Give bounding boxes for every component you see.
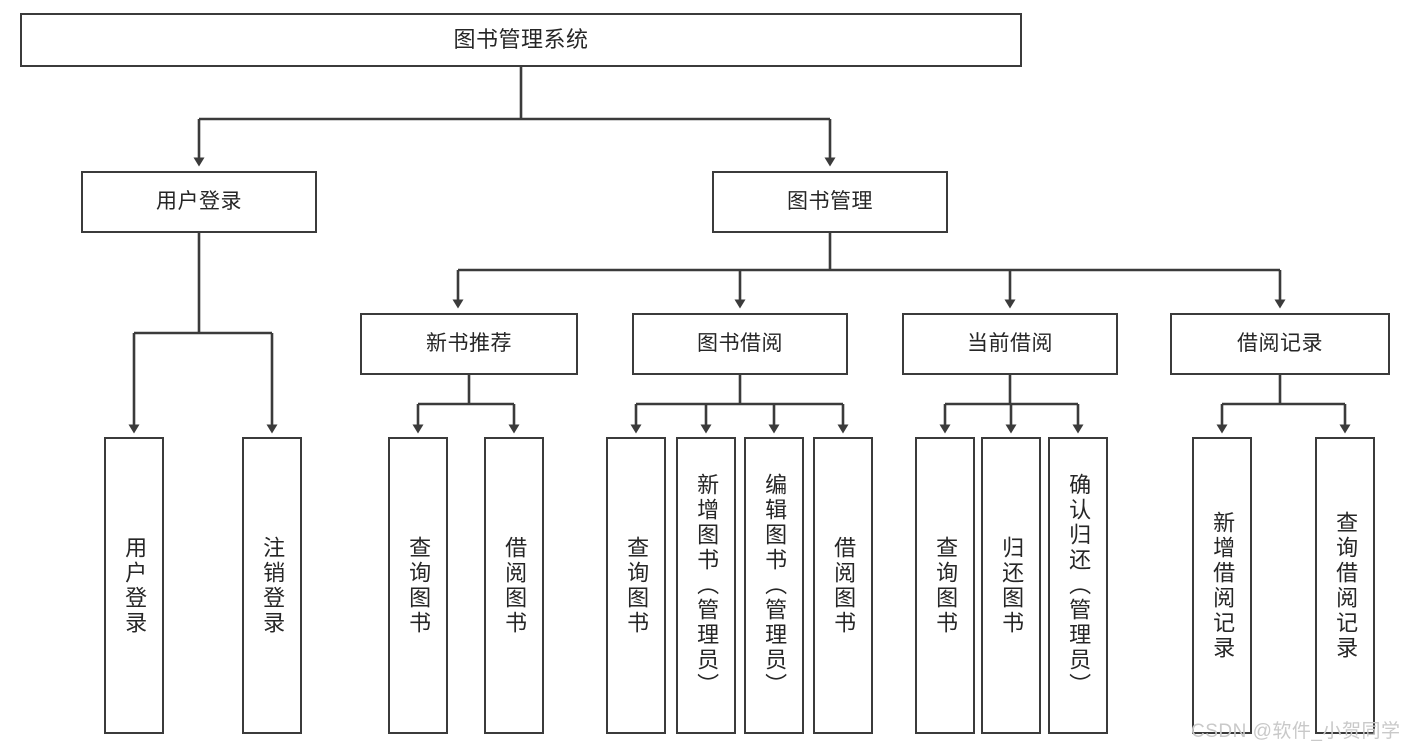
node-label: 确认归还（管理员）: [1066, 473, 1092, 698]
node-label: 新书推荐: [426, 331, 512, 355]
node-label: 借阅图书: [831, 535, 857, 636]
leaf-user-login[interactable]: 用户登录: [104, 437, 164, 734]
node-label: 图书管理系统: [453, 27, 589, 53]
node-book-borrow[interactable]: 图书借阅: [632, 313, 848, 375]
node-label: 归还图书: [999, 535, 1025, 636]
node-label: 新增图书（管理员）: [694, 473, 720, 698]
leaf-borrow-borrow-book[interactable]: 借阅图书: [813, 437, 873, 734]
leaf-current-return-book[interactable]: 归还图书: [981, 437, 1041, 734]
node-label: 用户登录: [156, 189, 242, 213]
leaf-newbook-borrow-book[interactable]: 借阅图书: [484, 437, 544, 734]
node-root-system[interactable]: 图书管理系统: [20, 13, 1022, 67]
watermark: CSDN @软件_小贺同学: [1191, 721, 1401, 742]
leaf-newbook-query-book[interactable]: 查询图书: [388, 437, 448, 734]
node-label: 用户登录: [122, 535, 148, 636]
node-label: 借阅记录: [1237, 331, 1323, 355]
leaf-record-add-record[interactable]: 新增借阅记录: [1192, 437, 1252, 734]
node-label: 查询图书: [624, 535, 650, 636]
leaf-record-query-record[interactable]: 查询借阅记录: [1315, 437, 1375, 734]
node-new-book-recommendation[interactable]: 新书推荐: [360, 313, 578, 375]
node-label: 查询图书: [933, 535, 959, 636]
node-label: 借阅图书: [502, 535, 528, 636]
node-current-borrow[interactable]: 当前借阅: [902, 313, 1118, 375]
leaf-borrow-query-book[interactable]: 查询图书: [606, 437, 666, 734]
node-label: 图书管理: [787, 189, 873, 213]
leaf-user-logout[interactable]: 注销登录: [242, 437, 302, 734]
node-user-login[interactable]: 用户登录: [81, 171, 317, 233]
node-label: 编辑图书（管理员）: [762, 473, 788, 698]
leaf-borrow-edit-book-admin[interactable]: 编辑图书（管理员）: [744, 437, 804, 734]
leaf-current-query-book[interactable]: 查询图书: [915, 437, 975, 734]
node-borrow-record[interactable]: 借阅记录: [1170, 313, 1390, 375]
node-label: 查询图书: [406, 535, 432, 636]
node-book-manage[interactable]: 图书管理: [712, 171, 948, 233]
leaf-current-confirm-return-admin[interactable]: 确认归还（管理员）: [1048, 437, 1108, 734]
node-label: 新增借阅记录: [1210, 510, 1236, 661]
node-label: 注销登录: [260, 535, 286, 636]
node-label: 图书借阅: [697, 331, 783, 355]
leaf-borrow-add-book-admin[interactable]: 新增图书（管理员）: [676, 437, 736, 734]
node-label: 查询借阅记录: [1333, 510, 1359, 661]
node-label: 当前借阅: [967, 331, 1053, 355]
